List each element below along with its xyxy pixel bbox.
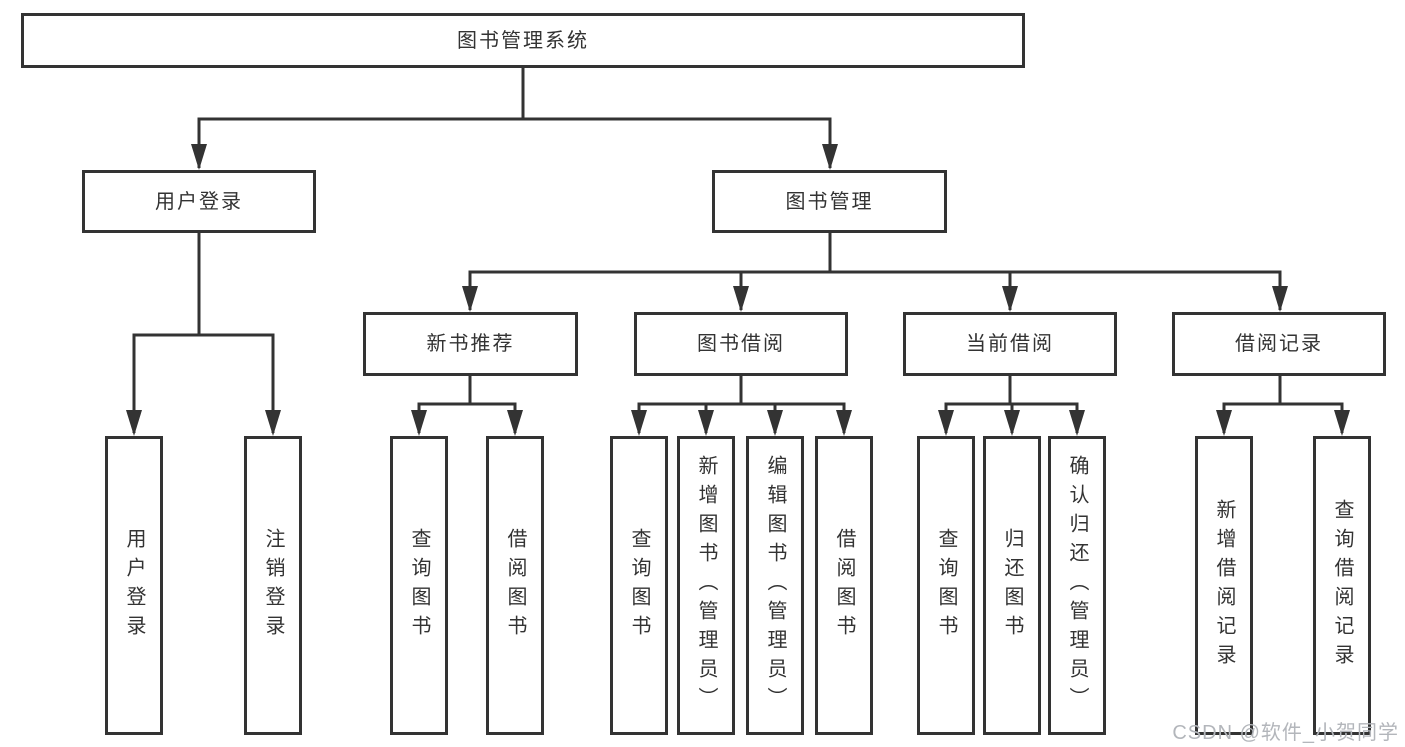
leaf-records-add-borrow-record: 新增借阅记录 (1195, 436, 1253, 735)
leaf-current-query-books: 查询图书 (917, 436, 975, 735)
node-label: 新增借阅记录 (1213, 498, 1235, 673)
node-label: 当前借阅 (966, 333, 1054, 355)
connector-userlogin-to-leaves (132, 233, 275, 433)
node-label: 图书借阅 (697, 333, 785, 355)
node-book-management: 图书管理 (712, 170, 947, 233)
node-current-borrowing: 当前借阅 (903, 312, 1117, 376)
node-label: 图书管理 (785, 190, 874, 213)
node-book-borrowing: 图书借阅 (634, 312, 848, 376)
leaf-borrow-edit-books-admin: 编辑图书（管理员） (746, 436, 804, 735)
node-label: 编辑图书（管理员） (764, 455, 786, 716)
node-user-login: 用户登录 (82, 170, 316, 233)
arrowhead (1004, 410, 1020, 436)
arrowhead (1334, 410, 1350, 436)
leaf-current-confirm-return-admin: 确认归还（管理员） (1048, 436, 1106, 735)
leaf-borrow-query-books: 查询图书 (610, 436, 668, 735)
arrowhead (1069, 410, 1085, 436)
arrowhead (698, 410, 714, 436)
arrowhead (1216, 410, 1232, 436)
node-new-book-recommendation: 新书推荐 (363, 312, 578, 376)
arrowhead (126, 410, 142, 436)
connector-records-to-leaves (1222, 376, 1344, 433)
leaf-records-query-borrow-record: 查询借阅记录 (1313, 436, 1371, 735)
node-label: 注销登录 (262, 527, 284, 644)
node-label: 新书推荐 (426, 333, 515, 355)
node-label: 借阅图书 (504, 527, 526, 644)
arrowhead (1002, 286, 1018, 312)
leaf-recommend-borrow-books: 借阅图书 (486, 436, 544, 735)
node-label: 新增图书（管理员） (695, 455, 717, 716)
arrowhead (507, 410, 523, 436)
node-library-management-system: 图书管理系统 (21, 13, 1025, 68)
node-label: 用户登录 (123, 527, 145, 644)
arrowhead (265, 410, 281, 436)
arrowhead (822, 144, 838, 170)
node-label: 查询图书 (935, 527, 957, 644)
arrowhead (411, 410, 427, 436)
csdn-watermark: CSDN @软件_小贺同学 (1172, 722, 1399, 744)
node-label: 查询图书 (628, 527, 650, 644)
arrowhead (631, 410, 647, 436)
arrowhead (1272, 286, 1288, 312)
arrowhead (767, 410, 783, 436)
connector-recommend-to-leaves (417, 376, 517, 433)
node-label: 用户登录 (155, 190, 243, 213)
leaf-borrow-add-books-admin: 新增图书（管理员） (677, 436, 735, 735)
node-label: 借阅图书 (833, 527, 855, 644)
node-borrowing-records: 借阅记录 (1172, 312, 1386, 376)
arrowhead (191, 144, 207, 170)
arrowhead (836, 410, 852, 436)
node-label: 借阅记录 (1235, 333, 1323, 355)
arrowhead (462, 286, 478, 312)
leaf-user-login: 用户登录 (105, 436, 163, 735)
node-label: 查询图书 (408, 527, 430, 644)
arrowhead (733, 286, 749, 312)
connector-root-to-level2 (197, 68, 832, 168)
leaf-borrow-borrow-books: 借阅图书 (815, 436, 873, 735)
connector-borrow-to-leaves (637, 376, 846, 433)
node-label: 归还图书 (1001, 527, 1023, 644)
leaf-logout: 注销登录 (244, 436, 302, 735)
node-label: 确认归还（管理员） (1066, 455, 1088, 716)
leaf-recommend-query-books: 查询图书 (390, 436, 448, 735)
connector-bookmgmt-to-level3 (468, 233, 1282, 310)
arrowhead (938, 410, 954, 436)
leaf-current-return-books: 归还图书 (983, 436, 1041, 735)
node-label: 图书管理系统 (457, 29, 589, 52)
node-label: 查询借阅记录 (1331, 498, 1353, 673)
